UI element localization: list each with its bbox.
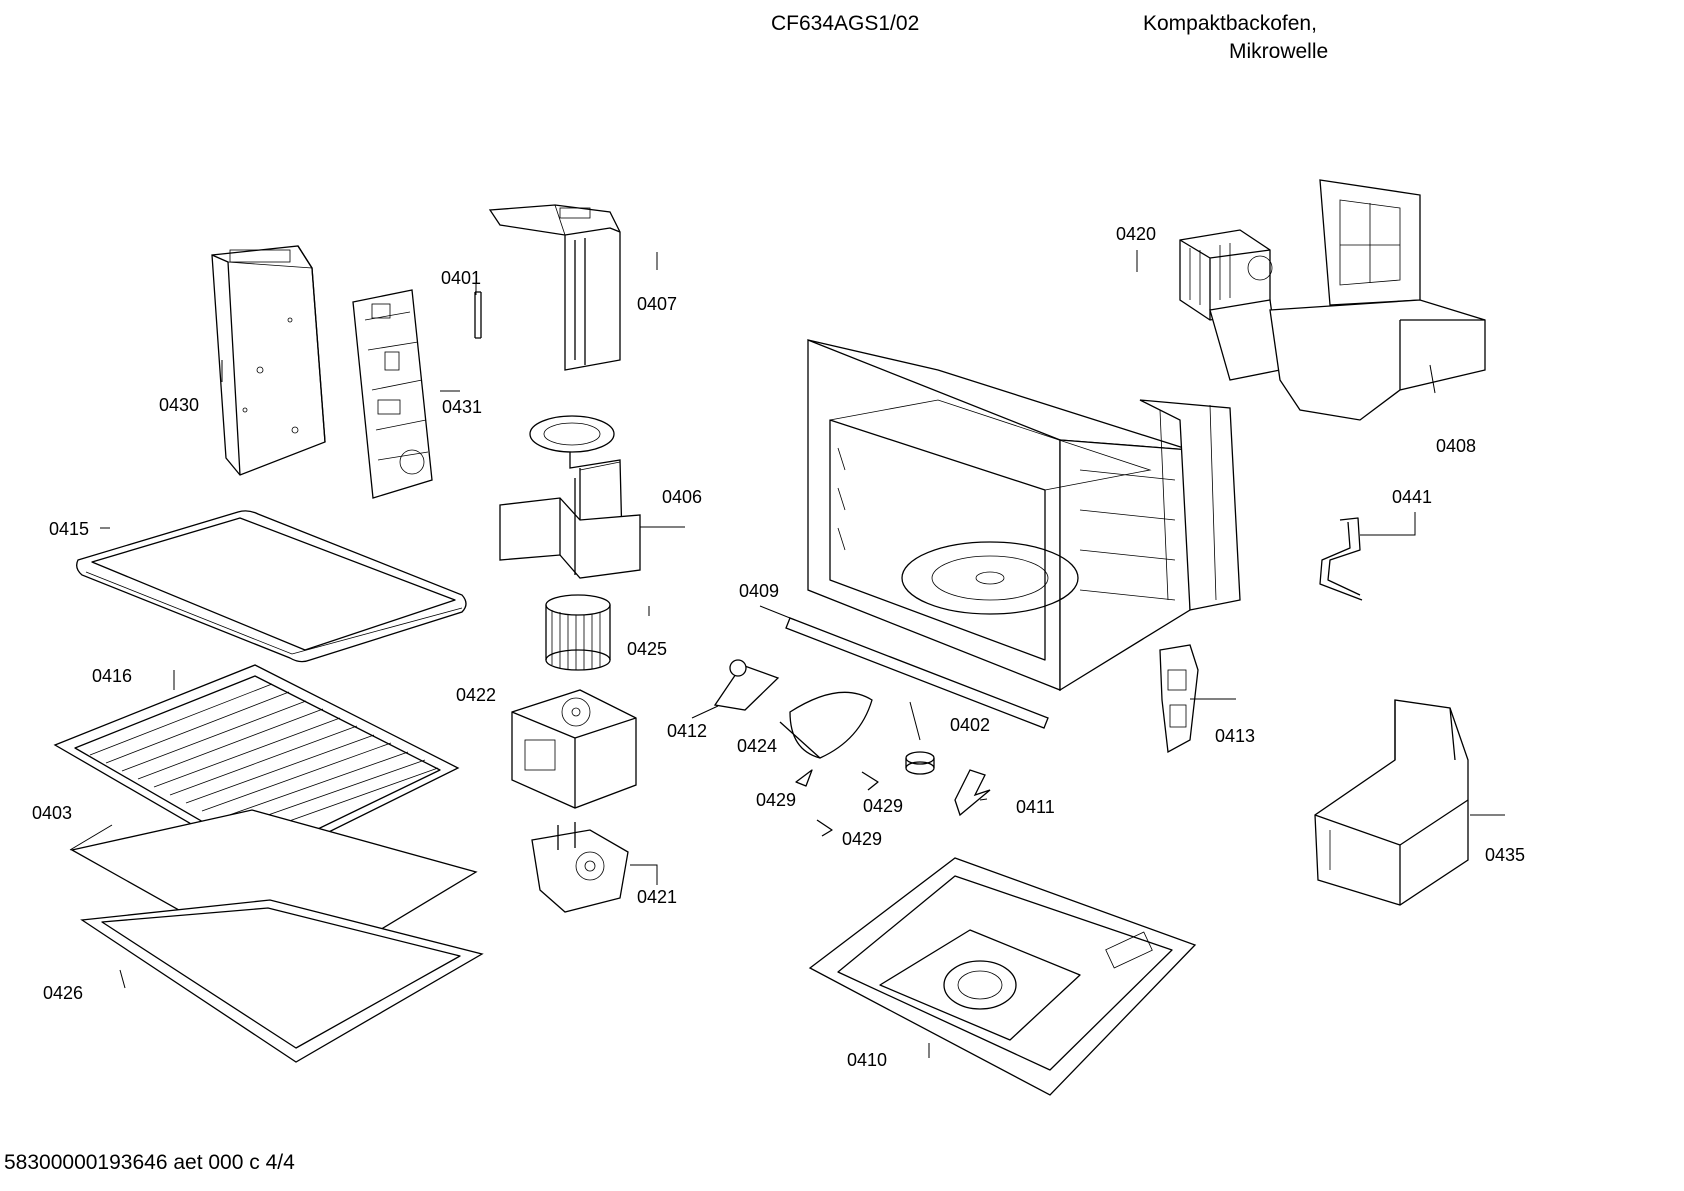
fan-wheel-drawing	[545, 594, 611, 671]
part-label-0426: 0426	[43, 983, 83, 1003]
part-label-0431: 0431	[442, 397, 482, 417]
cover-plate-drawing	[779, 691, 873, 759]
part-label-0435: 0435	[1485, 845, 1525, 865]
bottom-strip-drawing	[785, 617, 1049, 729]
part-label-0409: 0409	[739, 581, 779, 601]
small-pin-drawing	[474, 291, 482, 339]
part-label-0413: 0413	[1215, 726, 1255, 746]
control-panel-bracket-drawing	[211, 245, 326, 476]
door-frame-drawing	[80, 899, 484, 1063]
part-label-0403: 0403	[32, 803, 72, 823]
baking-tray-drawing	[76, 510, 467, 663]
coupling-drawing	[905, 751, 935, 775]
description-line-2: Mikrowelle	[1229, 40, 1329, 63]
part-label-0416: 0416	[92, 666, 132, 686]
clip-drawings	[795, 769, 879, 837]
part-label-0402: 0402	[950, 715, 990, 735]
part-label-0411: 0411	[1016, 797, 1055, 817]
part-label-0429: 0429	[863, 796, 903, 816]
part-label-0410: 0410	[847, 1050, 887, 1070]
chassis-bracket-drawing	[1269, 179, 1486, 421]
water-tank-drawing	[1314, 699, 1469, 906]
part-label-0429: 0429	[842, 829, 882, 849]
fan-motor-drawing	[511, 689, 637, 809]
model-number: CF634AGS1/02	[771, 12, 920, 35]
part-label-0415: 0415	[49, 519, 89, 539]
part-label-0407: 0407	[637, 294, 677, 314]
part-label-0429: 0429	[756, 790, 796, 810]
drive-motor-drawing	[531, 822, 629, 913]
lever-drawing	[954, 769, 991, 817]
part-label-0421: 0421	[637, 887, 677, 907]
part-label-0424: 0424	[737, 736, 777, 756]
description-line-1: Kompaktbackofen,	[1143, 12, 1317, 35]
oven-cavity-drawing	[807, 339, 1241, 692]
wire-rack-drawing	[53, 664, 460, 866]
electronic-board-drawing	[352, 289, 433, 499]
part-label-0430: 0430	[159, 395, 199, 415]
part-label-0406: 0406	[662, 487, 702, 507]
fan-housing-drawing	[499, 415, 641, 579]
part-label-0401: 0401	[441, 268, 481, 288]
part-label-0420: 0420	[1116, 224, 1156, 244]
part-label-0425: 0425	[627, 639, 667, 659]
air-duct-drawing	[488, 204, 621, 371]
door-switch-drawing	[1159, 644, 1199, 754]
part-label-0412: 0412	[667, 721, 707, 741]
part-label-0408: 0408	[1436, 436, 1476, 456]
document-code: 58300000193646 aet 000 c 4/4	[4, 1151, 295, 1174]
cable-clip-drawing	[1319, 517, 1363, 601]
part-label-0441: 0441	[1392, 487, 1432, 507]
part-label-0422: 0422	[456, 685, 496, 705]
transformer-drawing	[1179, 229, 1281, 381]
leader-lines	[69, 250, 1505, 1058]
base-plate-drawing	[808, 857, 1197, 1096]
door-latch-drawing	[713, 659, 780, 711]
